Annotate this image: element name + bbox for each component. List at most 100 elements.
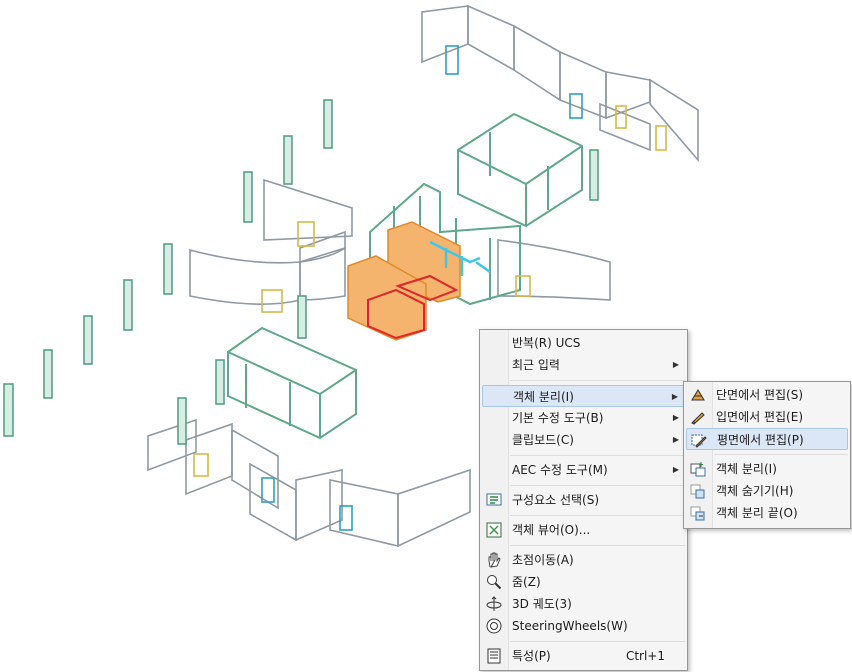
isolate-objects-icon — [690, 462, 706, 477]
door — [297, 221, 315, 247]
menu-item-label: 클립보드(C) — [512, 433, 574, 447]
menu-separator — [714, 454, 848, 455]
wall-panel — [299, 246, 346, 301]
wall-panel — [649, 78, 699, 163]
wall-panel — [263, 178, 353, 241]
menu-item-label: 단면에서 편집(S) — [716, 388, 804, 402]
edit-in-plan-icon — [691, 434, 707, 448]
submenu-item-edit-in-elevation[interactable]: 입면에서 편집(E) — [686, 406, 848, 428]
menu-item-aec-modify-tools[interactable]: AEC 수정 도구(M) ▶ — [482, 459, 685, 481]
submenu-item-edit-in-section[interactable]: 단면에서 편집(S) — [686, 384, 848, 406]
menu-item-steeringwheels[interactable]: SteeringWheels(W) — [482, 615, 685, 637]
frame-box — [227, 326, 357, 440]
wall-panel — [147, 418, 197, 472]
menu-item-label: 객체 분리(I) — [716, 462, 777, 476]
menu-item-clipboard[interactable]: 클립보드(C) ▶ — [482, 429, 685, 451]
column — [123, 279, 133, 331]
menu-item-label: 최근 입력 — [512, 358, 560, 372]
menu-item-label: 객체 분리(I) — [513, 390, 574, 404]
wall-panel — [559, 50, 607, 120]
wall-panel — [467, 4, 515, 72]
menu-item-label: 입면에서 편집(E) — [716, 410, 804, 424]
submenu-item-isolate-objects[interactable]: 객체 분리(I) — [686, 458, 848, 480]
column — [3, 383, 14, 437]
zoom-icon — [487, 575, 502, 590]
menu-item-label: 초점이동(A) — [512, 553, 574, 567]
wall-panel — [421, 5, 469, 64]
menu-item-basic-modify-tools[interactable]: 기본 수정 도구(B) ▶ — [482, 407, 685, 429]
menu-separator — [510, 380, 685, 381]
menu-separator — [510, 485, 685, 486]
menu-separator — [510, 641, 685, 642]
frame-box — [457, 112, 583, 228]
door — [445, 45, 459, 75]
red-outline — [367, 274, 459, 340]
door — [655, 125, 667, 151]
column — [283, 135, 293, 185]
submenu-arrow-icon: ▶ — [672, 360, 679, 369]
menu-separator — [510, 515, 685, 516]
door — [261, 477, 275, 503]
edit-in-section-icon — [691, 389, 705, 401]
column — [243, 171, 253, 223]
wall-panel — [299, 230, 346, 264]
submenu-arrow-icon: ▶ — [672, 465, 679, 474]
submenu-item-edit-in-plan[interactable]: 평면에서 편집(P) — [686, 428, 848, 450]
door — [339, 505, 353, 531]
door — [261, 289, 283, 313]
door — [615, 105, 627, 129]
steering-wheel-icon — [486, 618, 502, 634]
menu-item-isolate-objects[interactable]: 객체 분리(I) ▶ — [482, 385, 685, 407]
menu-item-3d-orbit[interactable]: 3D 궤도(3) — [482, 593, 685, 615]
column — [163, 243, 173, 295]
menu-item-label: 평면에서 편집(P) — [717, 433, 804, 447]
wall-panel — [185, 422, 233, 496]
menu-item-object-viewer[interactable]: 객체 뷰어(O)... — [482, 519, 685, 541]
menu-item-label: 구성요소 선택(S) — [512, 493, 600, 507]
menu-item-label: SteeringWheels(W) — [512, 619, 628, 633]
edit-in-elevation-icon — [691, 412, 705, 425]
wall-panel — [605, 71, 651, 120]
menu-item-properties[interactable]: 특성(P) Ctrl+1 — [482, 645, 685, 667]
column — [589, 149, 599, 201]
menu-item-label: 기본 수정 도구(B) — [512, 411, 604, 425]
menu-item-label: 반복(R) UCS — [512, 336, 581, 350]
menu-separator — [510, 455, 685, 456]
select-components-icon — [486, 493, 502, 506]
column — [323, 99, 333, 149]
menu-item-shortcut: Ctrl+1 — [625, 649, 665, 663]
menu-item-recent-input[interactable]: 최근 입력 ▶ — [482, 354, 685, 376]
menu-item-pan[interactable]: 초점이동(A) — [482, 549, 685, 571]
orbit-icon — [486, 596, 502, 611]
menu-item-select-components[interactable]: 구성요소 선택(S) — [482, 489, 685, 511]
end-isolation-icon — [690, 506, 705, 521]
wall-panel — [231, 428, 279, 510]
menu-item-label: 특성(P) — [512, 649, 551, 663]
menu-item-zoom[interactable]: 줌(Z) — [482, 571, 685, 593]
menu-item-label: AEC 수정 도구(M) — [512, 463, 608, 477]
column — [215, 359, 225, 405]
wall-panel — [189, 248, 301, 305]
submenu-item-end-isolation[interactable]: 객체 분리 끝(O) — [686, 502, 848, 524]
menu-item-label: 객체 뷰어(O)... — [512, 523, 591, 537]
menu-item-repeat-ucs[interactable]: 반복(R) UCS — [482, 332, 685, 354]
wall-panel — [513, 24, 561, 102]
column — [297, 295, 307, 339]
column — [177, 397, 187, 445]
wall-panel — [397, 468, 471, 548]
properties-icon — [487, 648, 501, 664]
cyan-object — [429, 240, 491, 276]
pan-hand-icon — [488, 552, 501, 568]
isolate-objects-submenu: 단면에서 편집(S) 입면에서 편집(E) 평면에서 편집(P) 객체 분리(I… — [683, 381, 851, 529]
column — [83, 315, 93, 365]
wall-panel — [295, 469, 343, 542]
object-viewer-icon — [486, 522, 502, 538]
submenu-arrow-icon: ▶ — [672, 435, 679, 444]
submenu-item-hide-objects[interactable]: 객체 숨기기(H) — [686, 480, 848, 502]
door — [569, 93, 583, 119]
door — [515, 275, 531, 297]
context-menu: 반복(R) UCS 최근 입력 ▶ 객체 분리(I) ▶ 기본 수정 도구(B)… — [479, 329, 688, 671]
hide-objects-icon — [690, 484, 705, 499]
menu-item-label: 줌(Z) — [512, 575, 541, 589]
